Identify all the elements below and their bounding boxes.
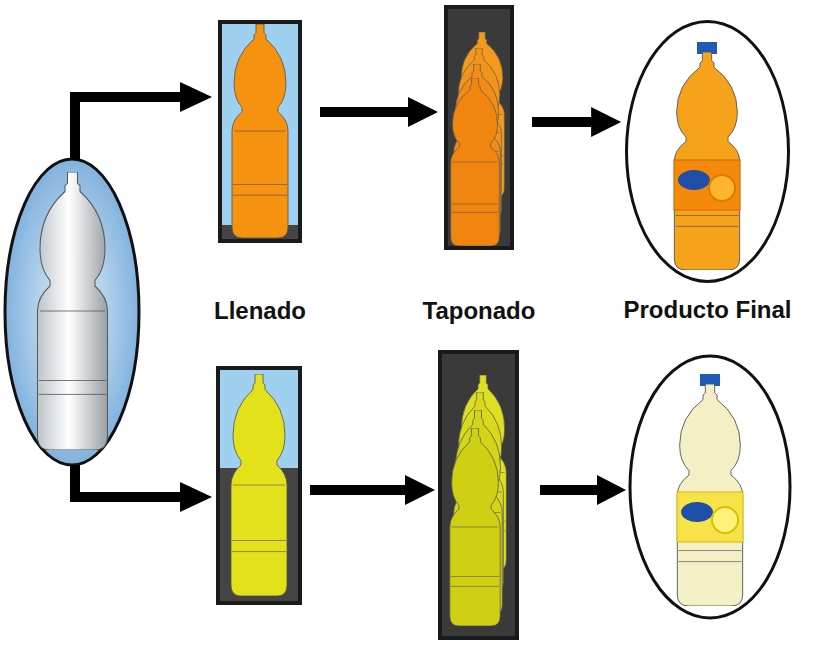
arrow-shaft [320, 107, 412, 117]
flow-arrow [320, 97, 438, 127]
product-ellipse: Producto Final [625, 20, 790, 283]
arrow-head [591, 107, 621, 137]
filling-box [218, 368, 300, 603]
step-label: Llenado [214, 297, 306, 326]
capping-ground [444, 5, 514, 250]
arrow-shaft [532, 117, 595, 127]
orange-product-bottle [674, 52, 739, 270]
arrow-shaft [540, 485, 602, 495]
arrow-head [180, 482, 212, 512]
brand-logo [681, 502, 713, 522]
step-label: Taponado [423, 297, 536, 326]
orange-fruit [709, 175, 735, 201]
branch-arrow [75, 97, 185, 160]
capping-ground [440, 352, 517, 638]
lemon-product-bottle [677, 384, 742, 606]
lemon-fruit [712, 507, 738, 533]
arrow-head [408, 97, 438, 127]
branch-arrow [75, 465, 185, 497]
source-ellipse [5, 159, 139, 465]
brand-logo [678, 170, 710, 190]
orange-bottle [451, 78, 500, 246]
product-label [677, 492, 743, 542]
capping-box: Taponado [444, 5, 514, 250]
arrow-head [180, 82, 212, 112]
arrow-shaft [310, 485, 410, 495]
yellow-bottle [450, 428, 500, 626]
empty-bottle [38, 172, 108, 450]
orange-bottle [232, 24, 288, 238]
flow-arrow [532, 107, 621, 137]
yellow-bottle [231, 374, 287, 596]
product-ellipse [630, 356, 790, 618]
arrow-head [597, 475, 626, 505]
filling-box: Llenado [218, 20, 302, 243]
product-ground [627, 22, 787, 280]
arrow-head [405, 475, 435, 505]
step-label: Producto Final [624, 296, 792, 325]
product-label [674, 160, 740, 210]
